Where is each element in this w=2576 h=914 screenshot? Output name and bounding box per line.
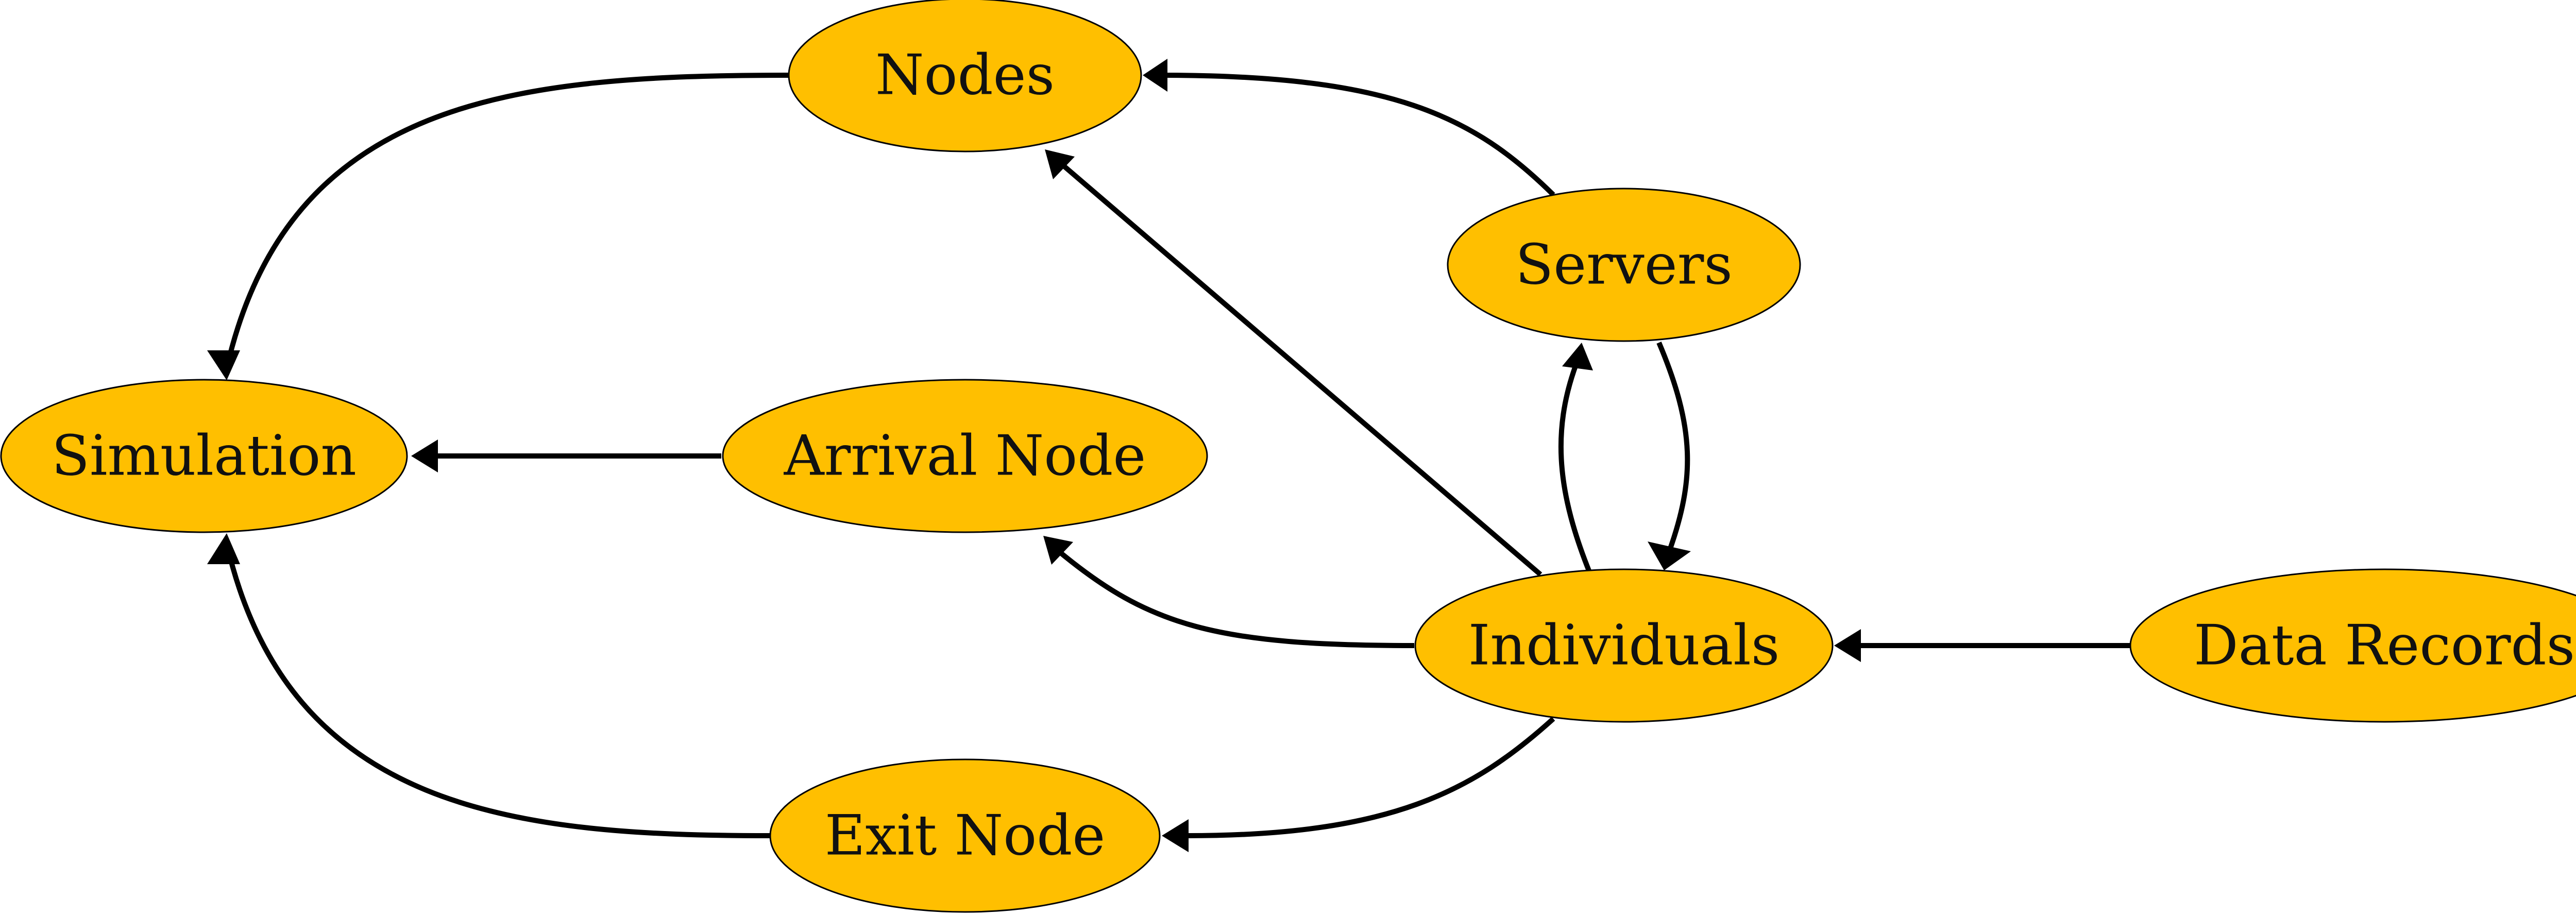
arrowhead-simulation-bottom <box>207 533 240 564</box>
node-simulation-shape <box>0 379 408 533</box>
node-data-records-shape <box>2129 568 2576 723</box>
node-exit-node[interactable]: Exit Node <box>769 758 1161 913</box>
node-arrival-node[interactable]: Arrival Node <box>722 379 1208 533</box>
edge-individuals-to-exit-node <box>1187 717 1555 838</box>
edge-individuals-to-arrival-node <box>1057 549 1415 648</box>
node-servers-shape <box>1447 188 1801 342</box>
arrow-heads <box>207 59 1861 852</box>
arrowhead-individuals-right <box>1834 629 1861 662</box>
node-data-records[interactable]: Data Records <box>2129 568 2576 723</box>
arrowhead-nodes-right <box>1143 59 1167 92</box>
edge-exit-node-to-simulation <box>224 543 771 838</box>
arrowhead-servers-bottom <box>1562 343 1593 370</box>
node-simulation-label: Simulation <box>52 424 357 488</box>
arrowhead-individuals-top <box>1648 541 1691 570</box>
arrowhead-simulation-top <box>207 350 240 380</box>
arrowhead-arrival-node-bottom <box>1043 536 1073 565</box>
edges <box>224 73 2130 838</box>
node-data-records-label: Data Records <box>2194 614 2575 678</box>
node-exit-node-shape <box>769 758 1161 913</box>
node-nodes-label: Nodes <box>875 43 1055 108</box>
node-individuals-label: Individuals <box>1468 614 1780 678</box>
node-individuals-shape <box>1414 568 1834 723</box>
edge-individuals-to-nodes <box>1059 162 1543 577</box>
arrowhead-simulation-right <box>411 439 438 472</box>
node-arrival-node-label: Arrival Node <box>784 424 1146 488</box>
edge-servers-to-nodes <box>1161 73 1555 197</box>
edge-nodes-to-simulation <box>224 73 789 369</box>
node-arrival-node-shape <box>722 379 1208 533</box>
edge-individuals-to-servers <box>1558 362 1592 573</box>
node-simulation[interactable]: Simulation <box>0 379 408 533</box>
node-individuals[interactable]: Individuals <box>1414 568 1834 723</box>
node-servers[interactable]: Servers <box>1447 188 1801 342</box>
node-exit-node-label: Exit Node <box>825 804 1106 868</box>
arrowhead-nodes-bottom <box>1045 149 1075 179</box>
node-nodes[interactable]: Nodes <box>788 0 1142 153</box>
edge-servers-to-individuals <box>1656 342 1690 552</box>
arrowhead-exit-node-right <box>1162 819 1189 852</box>
node-servers-label: Servers <box>1515 233 1733 297</box>
node-nodes-shape <box>788 0 1142 153</box>
